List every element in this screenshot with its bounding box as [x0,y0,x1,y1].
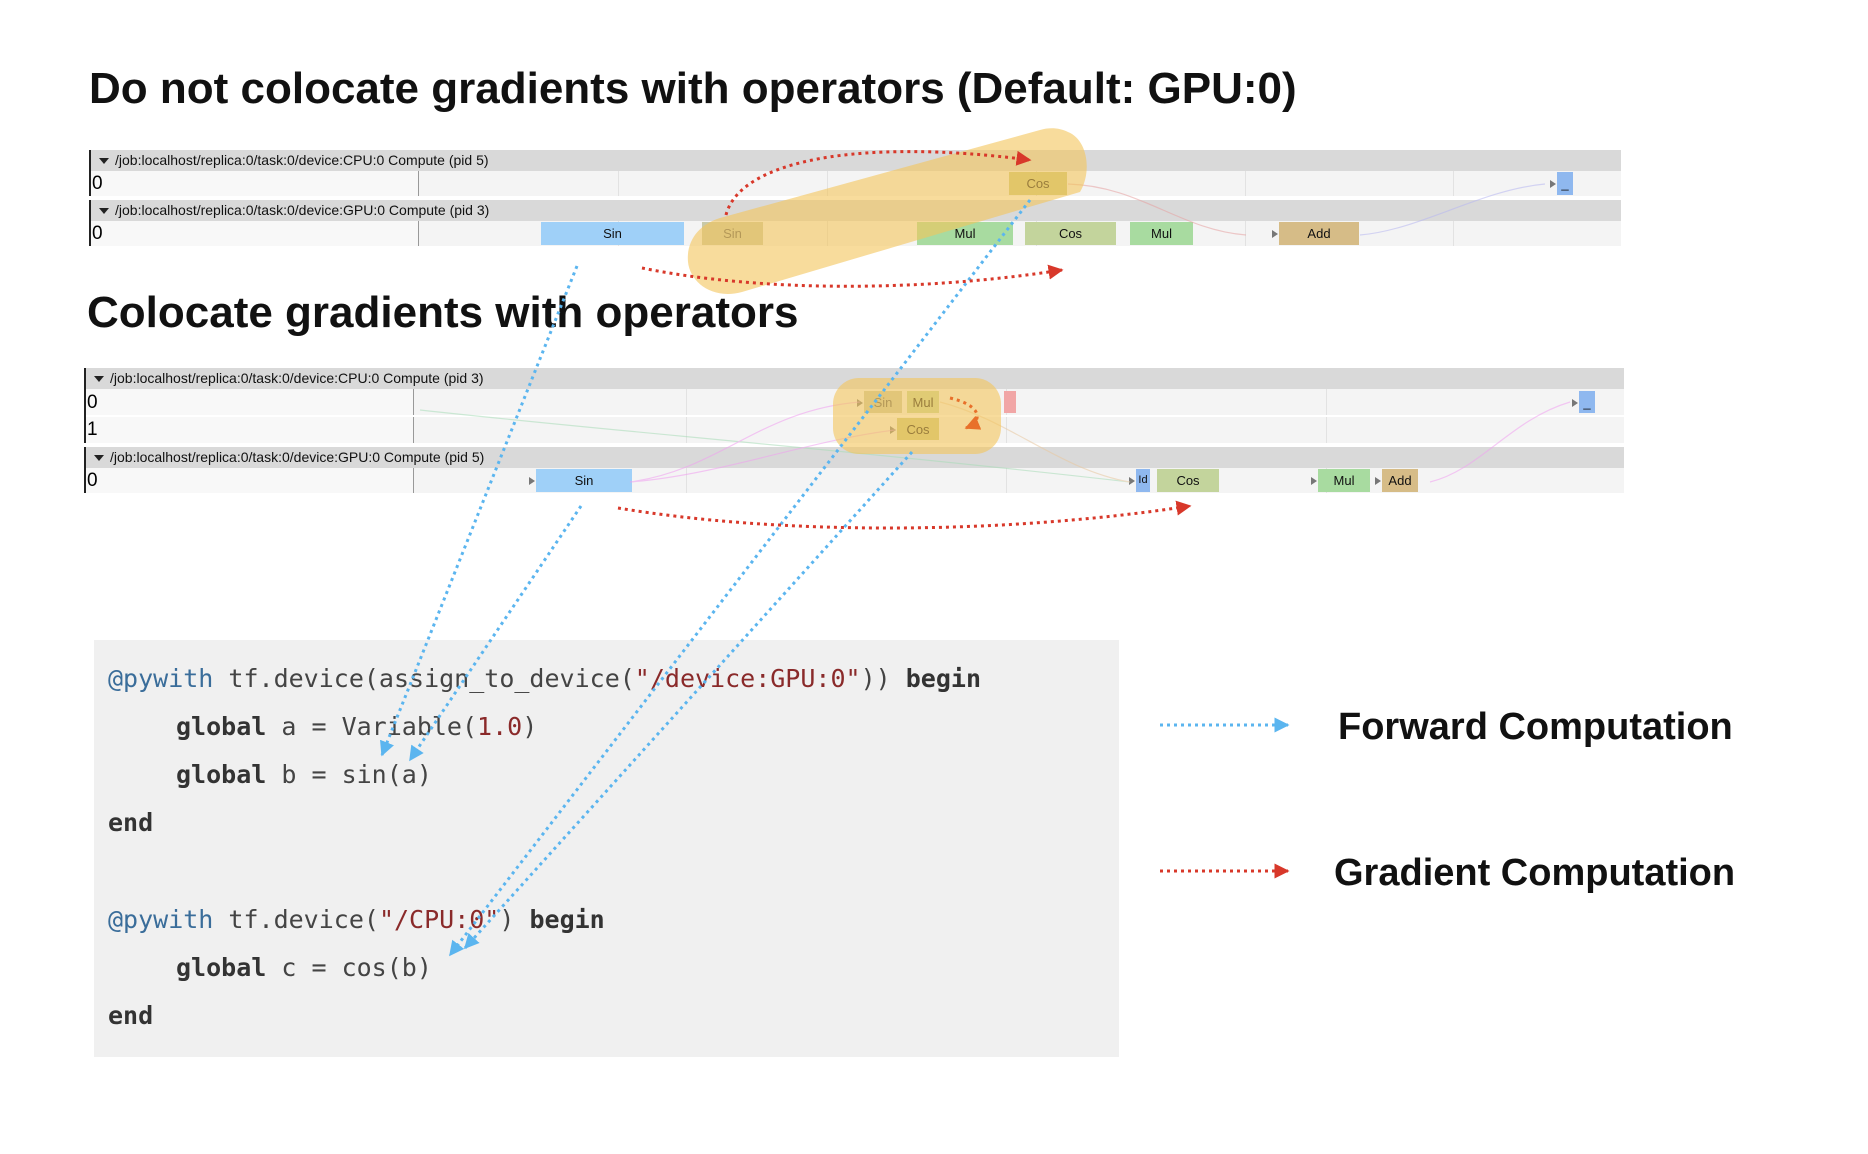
collapse-triangle-icon[interactable] [94,375,104,382]
track-header-gpu[interactable]: /job:localhost/replica:0/task:0/device:G… [89,200,1621,221]
op-slice-add[interactable]: Add [1382,469,1418,492]
track-header-cpu[interactable]: /job:localhost/replica:0/task:0/device:C… [84,368,1624,389]
op-slice-red[interactable] [1004,391,1016,413]
row-label: 0 [91,171,419,196]
code-line: end [108,1001,154,1030]
collapse-triangle-icon[interactable] [99,207,109,214]
op-slice-cos[interactable]: Cos [1009,172,1067,195]
op-slice-small[interactable]: _ [1557,172,1573,195]
track-row: 0 Sin Id Cos Mul Add [84,468,1624,493]
track-header-label: /job:localhost/replica:0/task:0/device:G… [115,202,490,218]
timeline-no-colocate: /job:localhost/replica:0/task:0/device:C… [89,150,1621,246]
code-line: @pywith tf.device("/CPU:0") begin [108,905,605,934]
op-slice-mul[interactable]: Mul [917,222,1013,245]
op-slice-sin[interactable]: Sin [541,222,684,245]
op-slice-mul[interactable]: Mul [1130,222,1193,245]
op-slice-add[interactable]: Add [1279,222,1359,245]
code-line: global c = cos(b) [176,953,432,982]
op-slice-sin[interactable]: Sin [864,391,902,413]
op-slice-cos[interactable]: Cos [1157,469,1219,492]
row-label: 0 [91,221,419,246]
code-block: @pywith tf.device(assign_to_device("/dev… [94,640,1119,1057]
row-label: 0 [86,468,414,493]
code-line: @pywith tf.device(assign_to_device("/dev… [108,664,981,693]
track-row: 0 Sin Sin Mul Cos Mul Add [89,221,1621,246]
timeline-colocate: /job:localhost/replica:0/task:0/device:C… [84,368,1624,493]
code-line: global b = sin(a) [176,760,432,789]
op-slice-cos[interactable]: Cos [1025,222,1116,245]
op-slice-sin[interactable]: Sin [536,469,632,492]
op-slice-mul[interactable]: Mul [907,391,939,413]
code-line: global a = Variable(1.0) [176,712,538,741]
track-header-cpu[interactable]: /job:localhost/replica:0/task:0/device:C… [89,150,1621,171]
op-slice-cos[interactable]: Cos [897,418,939,440]
op-slice-small[interactable]: _ [1579,391,1595,413]
title-no-colocate: Do not colocate gradients with operators… [89,64,1297,113]
op-slice-mul[interactable]: Mul [1318,469,1370,492]
collapse-triangle-icon[interactable] [99,157,109,164]
title-colocate: Colocate gradients with operators [87,288,799,337]
track-header-label: /job:localhost/replica:0/task:0/device:C… [110,370,484,386]
op-slice-id[interactable]: Id [1136,469,1150,492]
legend-forward-label: Forward Computation [1338,706,1733,748]
track-header-label: /job:localhost/replica:0/task:0/device:G… [110,449,485,465]
op-slice-sin-grad[interactable]: Sin [702,222,763,245]
track-header-gpu[interactable]: /job:localhost/replica:0/task:0/device:G… [84,447,1624,468]
collapse-triangle-icon[interactable] [94,454,104,461]
legend-gradient-label: Gradient Computation [1334,852,1736,894]
code-line: end [108,808,154,837]
track-row: 0 Cos _ [89,171,1621,196]
track-header-label: /job:localhost/replica:0/task:0/device:C… [115,152,489,168]
